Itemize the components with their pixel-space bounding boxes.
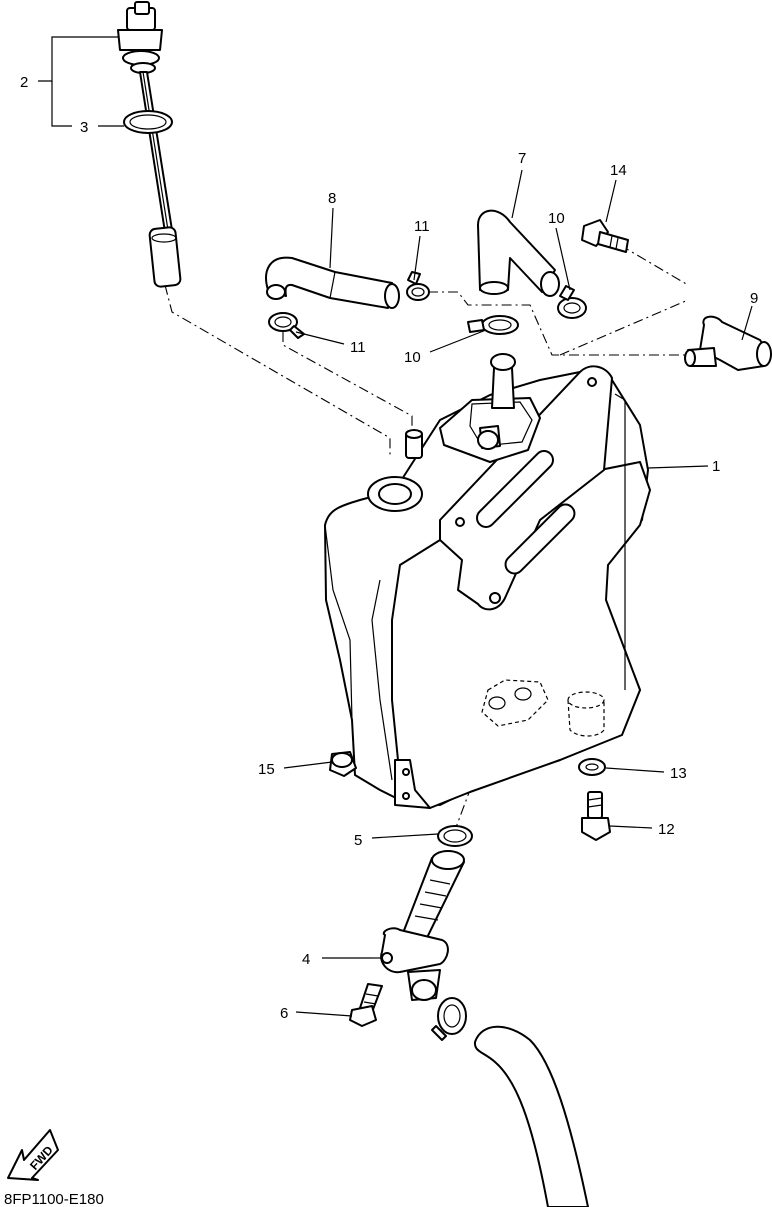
callout-13: 13	[670, 765, 687, 782]
hose-clamp-11-upper	[406, 271, 430, 301]
callout-1: 1	[712, 458, 720, 475]
o-ring-5	[437, 825, 473, 847]
callout-4: 4	[302, 951, 310, 968]
callout-labels: 1 2 3 4 5 6 7 8 9 10 10 11 11 12 13 14 1…	[20, 74, 758, 1022]
callout-2: 2	[20, 74, 28, 91]
callout-10-upper: 10	[548, 210, 565, 227]
hose-clamp-lower	[431, 997, 467, 1041]
oil-hose-lower	[473, 1025, 589, 1207]
oil-tank	[324, 353, 651, 809]
diagram-code: 8FP1100-E180	[4, 1191, 104, 1207]
callout-15: 15	[258, 761, 275, 778]
callout-leaders	[38, 36, 753, 1017]
bolt-12	[581, 791, 611, 841]
joint-9	[684, 315, 772, 371]
hose-clamp-11-lower	[268, 312, 305, 339]
callout-14: 14	[610, 162, 627, 179]
washer-13	[578, 758, 606, 776]
callout-8: 8	[328, 190, 336, 207]
callout-11-lower: 11	[350, 339, 366, 356]
bolt-14	[581, 219, 629, 253]
collar-15	[329, 751, 357, 777]
oil-level-sensor	[117, 1, 182, 288]
callout-10-lower: 10	[404, 349, 421, 366]
hose-clamp-10-lower	[467, 315, 519, 335]
callout-9: 9	[750, 290, 758, 307]
outlet-pipe-4	[380, 850, 465, 1001]
callout-12: 12	[658, 821, 675, 838]
hose-clamp-10-upper	[557, 285, 587, 319]
callout-3: 3	[80, 119, 88, 136]
callout-11-upper: 11	[414, 218, 430, 235]
fwd-arrow-icon: FWD	[7, 1129, 59, 1181]
callout-5: 5	[354, 832, 362, 849]
breather-hose-7	[477, 209, 560, 297]
breather-hose-8	[265, 256, 400, 309]
callout-7: 7	[518, 150, 526, 167]
o-ring-3	[123, 110, 173, 134]
callout-6: 6	[280, 1005, 288, 1022]
bolt-6	[349, 983, 383, 1027]
